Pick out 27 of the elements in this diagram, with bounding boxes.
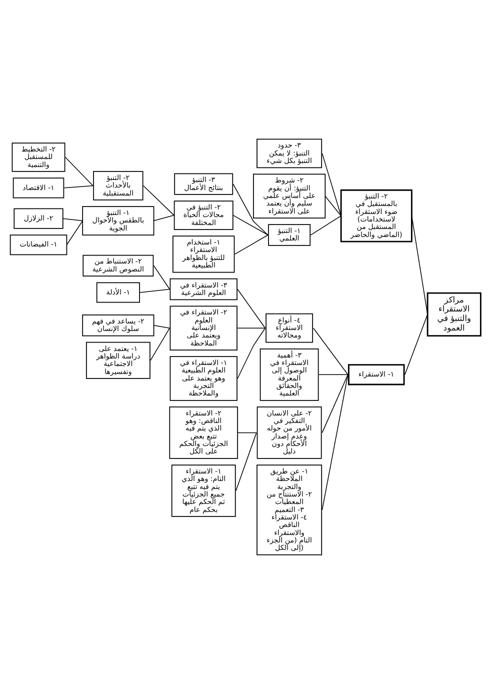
connector bbox=[237, 432, 257, 434]
connector bbox=[313, 328, 348, 376]
connector bbox=[140, 288, 170, 293]
connector bbox=[237, 328, 266, 379]
connector bbox=[322, 374, 348, 434]
connector bbox=[310, 215, 342, 236]
connector bbox=[404, 314, 428, 376]
connector bbox=[411, 215, 428, 315]
connector bbox=[66, 220, 83, 246]
node-box: مراكز الاستقراء والتنبؤ في العمود bbox=[426, 292, 482, 336]
connector bbox=[237, 288, 266, 328]
connector bbox=[322, 374, 348, 510]
connector bbox=[64, 156, 94, 186]
connector bbox=[232, 214, 268, 236]
connector bbox=[322, 153, 342, 216]
connector bbox=[318, 374, 348, 376]
connector bbox=[236, 432, 257, 492]
connector bbox=[153, 324, 170, 328]
connector bbox=[62, 218, 83, 222]
connector bbox=[143, 185, 174, 216]
connector bbox=[232, 184, 268, 236]
connector bbox=[64, 185, 94, 188]
connector bbox=[234, 234, 268, 255]
connector bbox=[153, 265, 170, 290]
connector bbox=[150, 328, 170, 361]
connector bbox=[153, 214, 174, 222]
connector bbox=[324, 196, 342, 216]
